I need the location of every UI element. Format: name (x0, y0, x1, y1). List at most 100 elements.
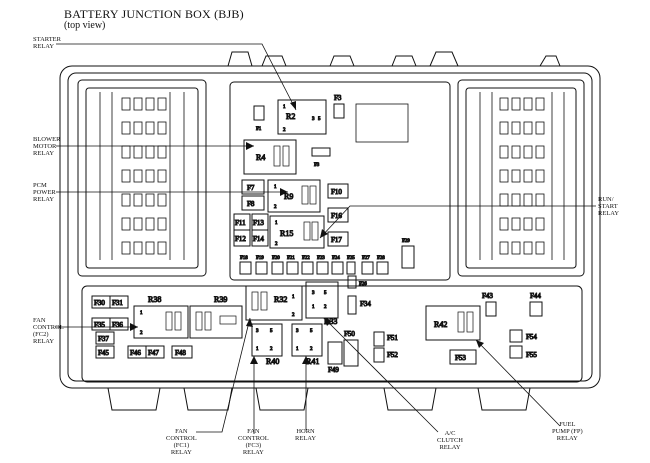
fuse-f53: F53 (449, 349, 477, 365)
svg-text:1: 1 (274, 185, 277, 190)
svg-text:F18: F18 (240, 256, 248, 261)
top-latches (227, 51, 561, 67)
svg-text:3: 3 (296, 329, 299, 334)
svg-text:3: 3 (312, 117, 315, 122)
svg-text:F43: F43 (482, 292, 493, 300)
diagram-subtitle: (top view) (64, 20, 106, 31)
relay-r32: R32 1 2 (245, 285, 303, 321)
svg-text:2: 2 (275, 242, 278, 247)
fuse-f30: F30 (91, 295, 111, 309)
fuse-f43: F43 (482, 292, 497, 317)
svg-text:F44: F44 (530, 292, 541, 300)
fuse-f31: F31 (109, 295, 129, 309)
svg-text:1: 1 (256, 347, 259, 352)
housing-outline (59, 65, 601, 389)
svg-text:5: 5 (324, 291, 327, 296)
svg-text:F28: F28 (377, 256, 385, 261)
svg-text:1: 1 (283, 105, 286, 110)
svg-text:F3: F3 (314, 163, 320, 168)
fuse-f36: F36 (109, 317, 129, 331)
svg-text:R4: R4 (256, 153, 265, 162)
svg-text:F36: F36 (112, 321, 123, 329)
fuse-f11: F11 (233, 213, 251, 231)
svg-text:2: 2 (274, 205, 277, 210)
left-connector (77, 79, 207, 277)
svg-text:R38: R38 (148, 295, 161, 304)
fuse-f17: F17 (327, 231, 349, 247)
relay-r38: R38 1 2 (133, 295, 189, 339)
svg-text:F11: F11 (235, 219, 246, 227)
svg-text:F54: F54 (526, 333, 537, 341)
diagram-title: BATTERY JUNCTION BOX (BJB) (64, 7, 244, 21)
svg-text:F17: F17 (331, 236, 342, 244)
svg-text:R32: R32 (274, 295, 287, 304)
arrow-heads (130, 101, 484, 364)
fuse-f44: F44 (529, 292, 543, 317)
svg-text:F49: F49 (328, 366, 339, 374)
svg-text:R42: R42 (434, 320, 447, 329)
svg-text:2: 2 (310, 347, 313, 352)
fuse-f7: F7 (241, 179, 265, 195)
svg-text:2: 2 (140, 331, 143, 336)
svg-text:F45: F45 (98, 349, 109, 357)
svg-text:R15: R15 (280, 229, 293, 238)
svg-text:F22: F22 (302, 256, 310, 261)
svg-text:F14: F14 (253, 235, 264, 243)
fuse-f16: F16 (327, 207, 349, 223)
right-connector (457, 79, 585, 277)
relay-r33: 3 5 1 2 R33 (305, 281, 339, 327)
svg-text:F16: F16 (331, 212, 342, 220)
svg-text:F27: F27 (362, 256, 370, 261)
svg-text:5: 5 (270, 329, 273, 334)
fuse-f47: F47 (145, 345, 165, 359)
fuse-f3-small: F3 (311, 147, 331, 169)
relay-r15: R15 1 2 (269, 215, 325, 249)
svg-text:2: 2 (324, 305, 327, 310)
relay-r2: R2 1 2 3 5 (277, 99, 327, 135)
svg-text:R2: R2 (286, 112, 295, 121)
svg-text:R40: R40 (266, 357, 279, 366)
center-window (355, 103, 409, 143)
svg-text:R39: R39 (214, 295, 227, 304)
relay-r40: 3 5 1 2 R40 (251, 323, 283, 367)
leader-lines (56, 43, 596, 434)
svg-text:F23: F23 (317, 256, 325, 261)
svg-text:2: 2 (270, 347, 273, 352)
housing-inner (67, 72, 593, 382)
svg-text:F46: F46 (130, 349, 141, 357)
svg-text:F10: F10 (331, 188, 342, 196)
relay-r39: R39 (189, 295, 243, 339)
lower-module (81, 285, 583, 383)
svg-text:1: 1 (275, 221, 278, 226)
fuse-f29: F29 (401, 239, 415, 269)
fuse-f13: F13 (251, 213, 269, 231)
svg-text:F35: F35 (94, 321, 105, 329)
svg-text:1: 1 (140, 311, 143, 316)
fuse-f48: F48 (171, 345, 193, 359)
svg-text:F48: F48 (175, 349, 186, 357)
svg-text:5: 5 (310, 329, 313, 334)
fuse-f45: F45 (95, 345, 115, 359)
svg-text:F21: F21 (287, 256, 295, 261)
bottom-feet (107, 387, 531, 411)
svg-text:F13: F13 (253, 219, 264, 227)
svg-text:F19: F19 (256, 256, 264, 261)
fuse-f3: F3 (333, 94, 345, 119)
fuse-f37: F37 (95, 331, 115, 345)
svg-text:F26: F26 (359, 282, 367, 287)
svg-text:2: 2 (283, 128, 286, 133)
svg-text:R9: R9 (284, 192, 293, 201)
svg-text:F53: F53 (455, 354, 466, 362)
svg-text:F51: F51 (387, 334, 398, 342)
svg-text:F47: F47 (148, 349, 159, 357)
svg-text:3: 3 (312, 291, 315, 296)
